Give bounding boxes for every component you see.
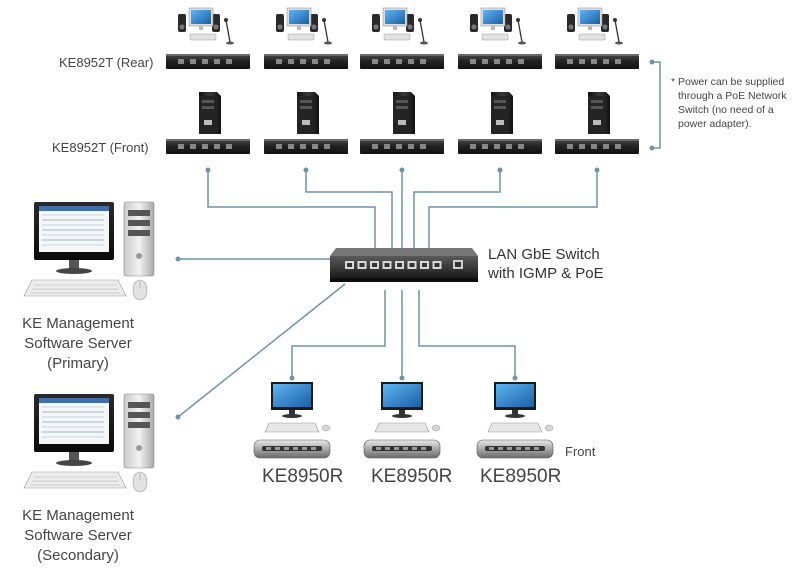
server-label-line: Software Server — [24, 527, 132, 544]
switch-label: LAN GbE Switch with IGMP & PoE — [488, 245, 604, 283]
front-row-label: KE8952T (Front) — [52, 140, 149, 155]
server-label-line: (Secondary) — [37, 547, 119, 564]
link-tx4-switch — [413, 170, 501, 250]
ke8952t-front-row — [166, 139, 639, 154]
poe-bracket — [652, 61, 661, 149]
desktop-computer-icon — [178, 7, 234, 45]
server-label-line: Software Server — [24, 335, 132, 352]
ke8952t-device-icon — [555, 54, 639, 69]
network-switch-icon — [330, 248, 478, 282]
power-note-line: power adapter). — [678, 118, 752, 130]
ke8950r-device-icon — [363, 382, 441, 459]
ke8952t-device-icon — [166, 54, 250, 69]
power-note-line: Switch (no need of a — [678, 104, 774, 116]
secondary-server-label: KE Management Software Server (Secondary… — [8, 506, 148, 566]
workstation-row — [178, 7, 623, 45]
server-label-line: KE Management — [22, 507, 134, 524]
desktop-computer-icon — [470, 7, 526, 45]
link-switch-rx1 — [291, 290, 386, 378]
receiver-label: KE8950R — [480, 466, 562, 487]
link-switch-rx3 — [418, 290, 516, 378]
server-label-line: (Primary) — [47, 355, 109, 372]
switch-label-line2: with IGMP & PoE — [488, 265, 604, 282]
desktop-computer-icon — [276, 7, 332, 45]
tower-pc-row — [199, 92, 610, 134]
tower-computer-icon — [588, 92, 610, 134]
switch-label-line1: LAN GbE Switch — [488, 246, 600, 263]
server-label-line: KE Management — [22, 315, 134, 332]
ke8952t-rear-row — [166, 54, 639, 69]
link-tx2-switch — [305, 170, 393, 250]
tower-computer-icon — [393, 92, 415, 134]
tower-computer-icon — [491, 92, 513, 134]
management-server-group — [23, 201, 155, 493]
receiver-label: KE8950R — [262, 466, 344, 487]
connector-dots — [175, 59, 655, 420]
management-server-icon — [23, 201, 155, 301]
power-note: * Power can be supplied through a PoE Ne… — [671, 75, 787, 131]
ke8952t-device-icon — [458, 139, 542, 154]
ke8952t-device-icon — [555, 139, 639, 154]
ke8952t-device-icon — [264, 139, 348, 154]
ke8950r-receiver-row — [253, 382, 554, 459]
receiver-label: KE8950R — [371, 466, 453, 487]
link-tx1-switch — [207, 170, 376, 250]
tower-computer-icon — [199, 92, 221, 134]
power-note-line: * Power can be supplied — [671, 76, 785, 88]
tower-computer-icon — [297, 92, 319, 134]
rear-row-label: KE8952T (Rear) — [59, 55, 154, 70]
ke8952t-device-icon — [264, 54, 348, 69]
connector-lines — [177, 61, 661, 418]
ke8950r-device-icon — [476, 382, 554, 459]
front-label: Front — [565, 444, 596, 459]
management-server-icon — [23, 393, 155, 493]
ke8952t-device-icon — [166, 139, 250, 154]
power-note-line: through a PoE Network — [678, 90, 787, 102]
link-secondary-server-switch — [177, 283, 346, 418]
ke8952t-device-icon — [458, 54, 542, 69]
desktop-computer-icon — [372, 7, 428, 45]
ke8952t-device-icon — [360, 54, 444, 69]
ke8950r-device-icon — [253, 382, 331, 459]
ke8952t-device-icon — [360, 139, 444, 154]
link-tx5-switch — [428, 170, 598, 250]
desktop-computer-icon — [567, 7, 623, 45]
primary-server-label: KE Management Software Server (Primary) — [8, 314, 148, 374]
